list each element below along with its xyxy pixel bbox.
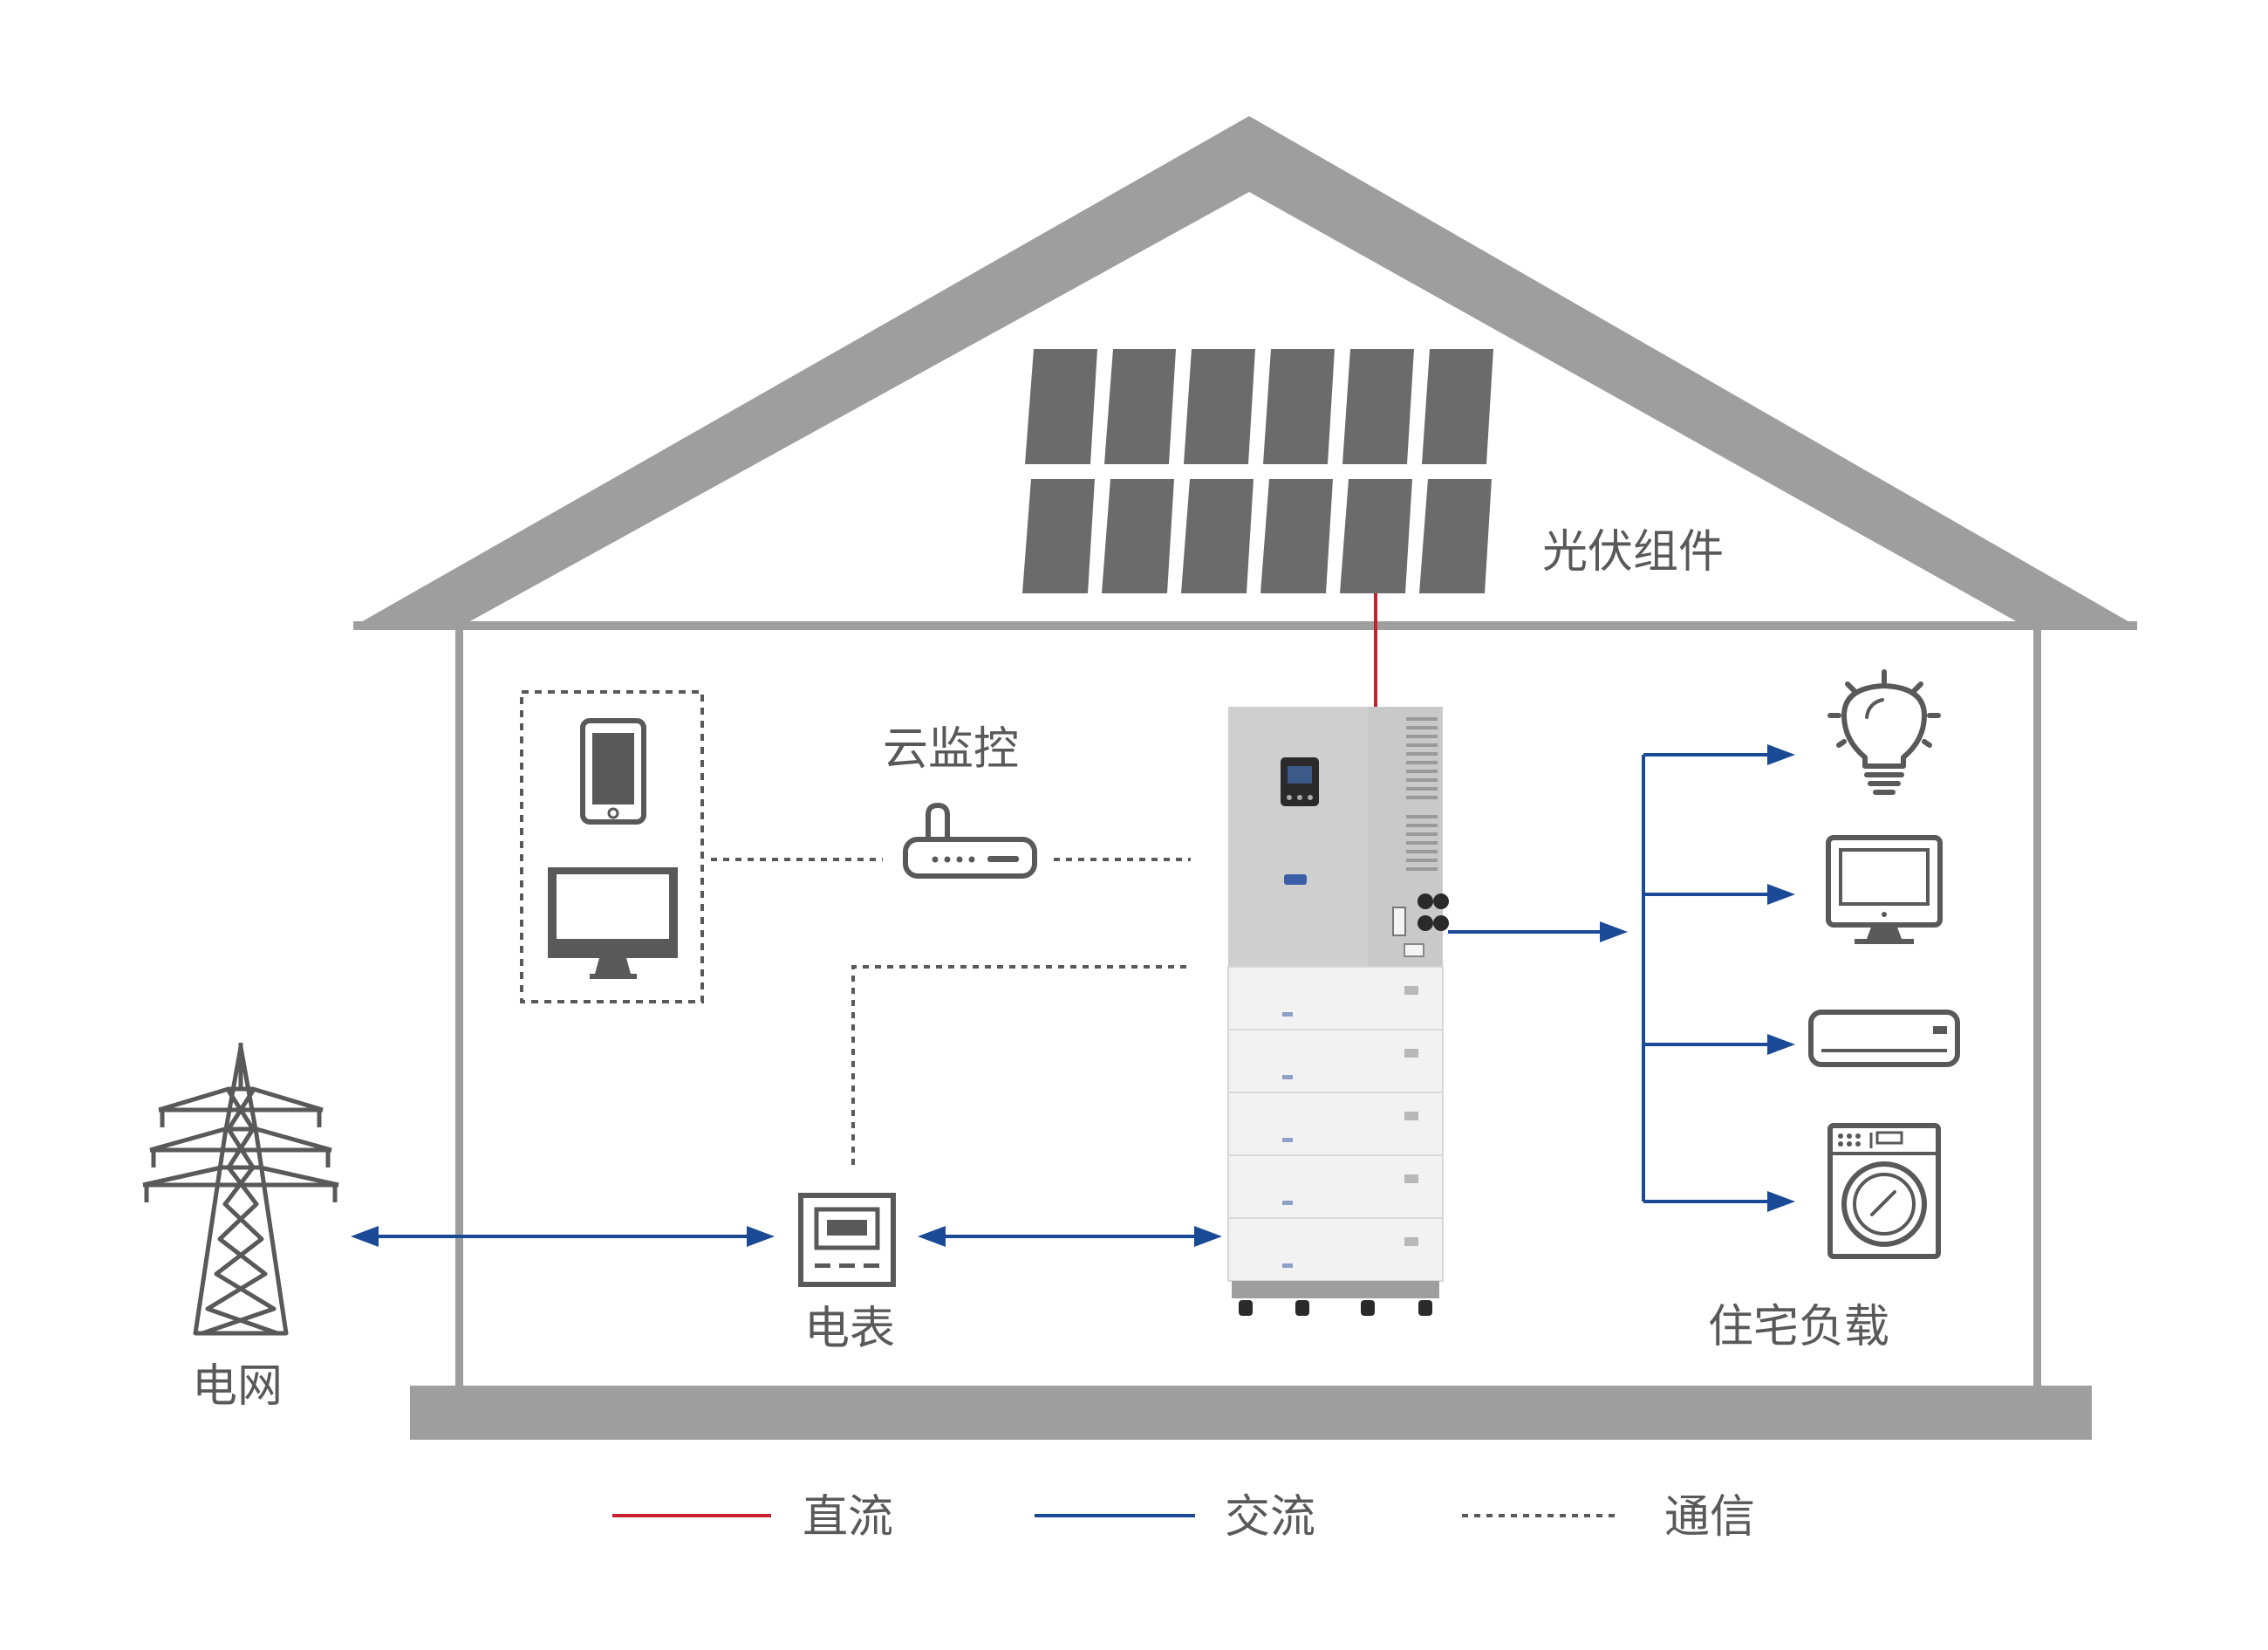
grid-label: 电网 <box>192 1360 283 1413</box>
power-tower-icon <box>142 1043 339 1336</box>
house-eave-line <box>353 621 2137 630</box>
house-roof <box>353 116 2137 626</box>
battery-module <box>1227 1092 1444 1156</box>
legend: 直流 交流 通信 <box>612 1491 1755 1544</box>
inverter-ports <box>1392 893 1449 957</box>
solar-panel <box>1181 479 1254 593</box>
communication-lines <box>711 858 1191 1165</box>
pv-label: 光伏组件 <box>1542 526 1724 579</box>
meter-icon <box>798 1193 896 1287</box>
air-conditioner-icon <box>1808 1010 1960 1067</box>
tablet-icon <box>580 718 646 825</box>
loads-label: 住宅负载 <box>1708 1301 1889 1353</box>
solar-panel-array <box>1022 349 1493 593</box>
house <box>353 116 2137 1440</box>
house-wall-right <box>2033 625 2041 1389</box>
solar-panel <box>1104 349 1176 464</box>
arrowhead <box>351 1226 379 1247</box>
meter-label: 电表 <box>804 1303 895 1355</box>
arrowhead <box>747 1226 775 1247</box>
solar-panel <box>1419 479 1492 593</box>
energy-storage-cabinet <box>1227 707 1449 1316</box>
monitoring-devices-box <box>520 690 704 1003</box>
legend-label-dc: 直流 <box>803 1491 893 1544</box>
legend-label-comm: 通信 <box>1664 1491 1755 1544</box>
arrowhead <box>1767 1034 1795 1055</box>
solar-panel <box>1102 479 1174 593</box>
monitor-icon <box>548 867 678 979</box>
arrowhead <box>918 1226 946 1247</box>
arrowhead <box>1194 1226 1222 1247</box>
house-wall-left <box>455 625 463 1389</box>
arrowhead <box>1767 1191 1795 1212</box>
solar-panel <box>1263 349 1335 464</box>
washing-machine-icon <box>1827 1123 1941 1259</box>
arrowhead <box>1767 744 1795 765</box>
house-foundation <box>410 1386 2092 1440</box>
battery-module <box>1227 1154 1444 1219</box>
inverter-logo <box>1284 874 1307 885</box>
solar-panel <box>1025 349 1097 464</box>
arrowhead <box>1767 884 1795 905</box>
cloud-monitoring-label: 云监控 <box>883 723 1019 776</box>
battery-module <box>1227 966 1444 1030</box>
bulb-icon <box>1827 669 1941 795</box>
solar-panel <box>1022 479 1095 593</box>
legend-label-ac: 交流 <box>1225 1491 1315 1544</box>
ac-arrowheads <box>351 744 1795 1247</box>
tv-icon <box>1826 835 1943 944</box>
battery-module <box>1227 1029 1444 1093</box>
solar-panel <box>1342 349 1414 464</box>
solar-panel <box>1340 479 1412 593</box>
cabinet-wheels <box>1239 1300 1432 1316</box>
solar-panel <box>1184 349 1255 464</box>
inverter-vents <box>1406 717 1438 871</box>
battery-module <box>1227 1217 1444 1282</box>
solar-panel <box>1422 349 1493 464</box>
comm-line-meter-inverter <box>851 965 1191 1165</box>
arrowhead <box>1600 921 1628 942</box>
router-icon <box>903 802 1037 879</box>
ac-lines <box>365 753 1771 1238</box>
cabinet-base <box>1232 1281 1439 1298</box>
battery-modules <box>1227 966 1444 1282</box>
solar-panel <box>1260 479 1333 593</box>
